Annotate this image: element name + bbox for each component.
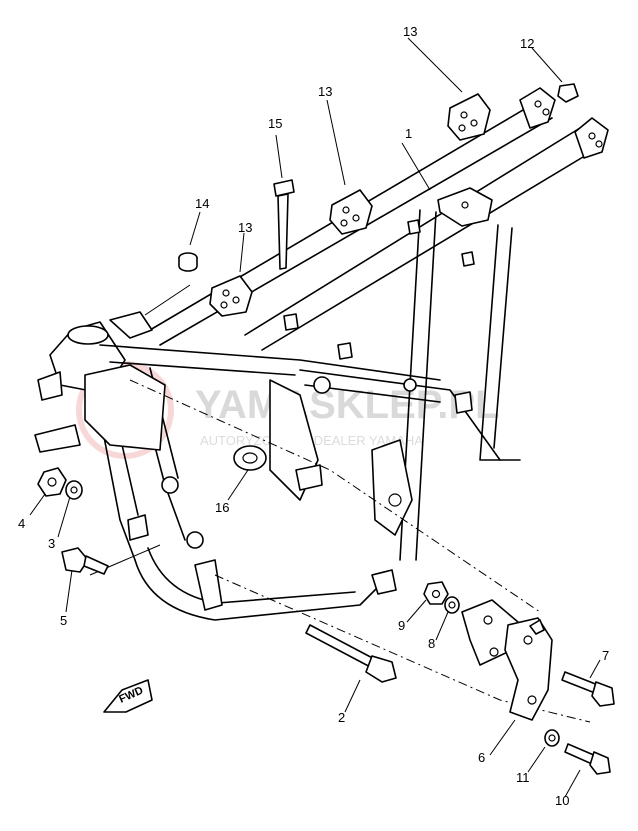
- callout-9: 9: [398, 618, 405, 633]
- callout-8: 8: [428, 636, 435, 651]
- callout-labels: 13 12 13 15 1 14 13 16 4 3 5 9 8 7 2 6 1…: [18, 24, 609, 808]
- rail-end-tab-left: [519, 87, 556, 129]
- callout-1: 1: [405, 126, 412, 141]
- leader-13b: [326, 99, 346, 186]
- callout-15: 15: [268, 116, 282, 131]
- fwd-arrow: FWD: [103, 679, 153, 713]
- leader-15: [275, 134, 283, 179]
- part-4-nut: [37, 467, 67, 497]
- part-2-long-bolt: [305, 624, 397, 683]
- callout-5: 5: [60, 613, 67, 628]
- part-9-nut: [423, 581, 449, 605]
- part-6-engine-bracket: [461, 599, 553, 721]
- center-tab: [295, 464, 323, 491]
- leader-5: [65, 569, 73, 613]
- rear-lower-tab: [371, 569, 397, 595]
- callout-16: 16: [215, 500, 229, 515]
- front-lower-tab: [127, 514, 149, 541]
- part-15-cable-strap: [273, 179, 295, 270]
- leader-8: [435, 611, 449, 641]
- frame-top-rail-right: [244, 127, 599, 351]
- lower-engine-tab: [194, 559, 223, 611]
- callout-4: 4: [18, 516, 25, 531]
- assembly-line-lower: [214, 574, 591, 723]
- leader-2: [344, 679, 361, 713]
- leader-7: [589, 659, 601, 679]
- part-5-bolt: [61, 547, 109, 575]
- leader-14-to-frame: [144, 284, 191, 316]
- callout-14: 14: [195, 196, 209, 211]
- part-10-bolt: [564, 743, 611, 775]
- leader-12: [531, 47, 563, 83]
- part-13-mount-lower: [209, 275, 253, 317]
- main-frame: [34, 87, 609, 621]
- part-13-mount-middle: [329, 189, 373, 235]
- steering-lug: [37, 371, 63, 401]
- part-13-mount-top: [447, 93, 491, 141]
- callout-6: 6: [478, 750, 485, 765]
- leader-14: [189, 211, 201, 246]
- leader-16: [227, 469, 249, 501]
- callout-11: 11: [516, 770, 530, 785]
- callout-2: 2: [338, 710, 345, 725]
- leader-10: [564, 769, 581, 798]
- leader-11: [527, 746, 546, 773]
- rear-engine-gusset: [371, 439, 413, 536]
- part-12-cap: [557, 83, 579, 103]
- callout-13-middle: 13: [318, 84, 332, 99]
- part-7-bolt: [561, 671, 615, 707]
- lower-cradle: [134, 547, 381, 621]
- callout-3: 3: [48, 536, 55, 551]
- part-11-washer: [544, 729, 560, 747]
- leader-6: [489, 719, 516, 756]
- steering-head-bottom: [34, 424, 81, 453]
- part-3-washer: [65, 480, 83, 500]
- part-14-grommet: [178, 252, 198, 272]
- frame-backbone: [99, 344, 441, 381]
- head-gusset: [109, 311, 153, 339]
- part-8-washer: [444, 596, 460, 614]
- rear-tab: [454, 391, 473, 414]
- part-16-damper: [233, 445, 267, 471]
- callout-13-top: 13: [403, 24, 417, 39]
- callout-10: 10: [555, 793, 569, 808]
- front-engine-plate: [84, 364, 166, 451]
- callout-12: 12: [520, 36, 534, 51]
- fwd-arrow-icon: [103, 679, 153, 713]
- leader-13c: [239, 232, 245, 273]
- leader-9: [406, 599, 427, 623]
- assembly-line-main: [129, 379, 541, 613]
- leader-13a: [407, 37, 463, 93]
- steering-head-top: [67, 325, 109, 345]
- callout-7: 7: [602, 648, 609, 663]
- assembly-lines: [129, 379, 591, 723]
- callout-13-lower: 13: [238, 220, 252, 235]
- rear-stay: [479, 224, 521, 461]
- leader-1: [401, 142, 431, 191]
